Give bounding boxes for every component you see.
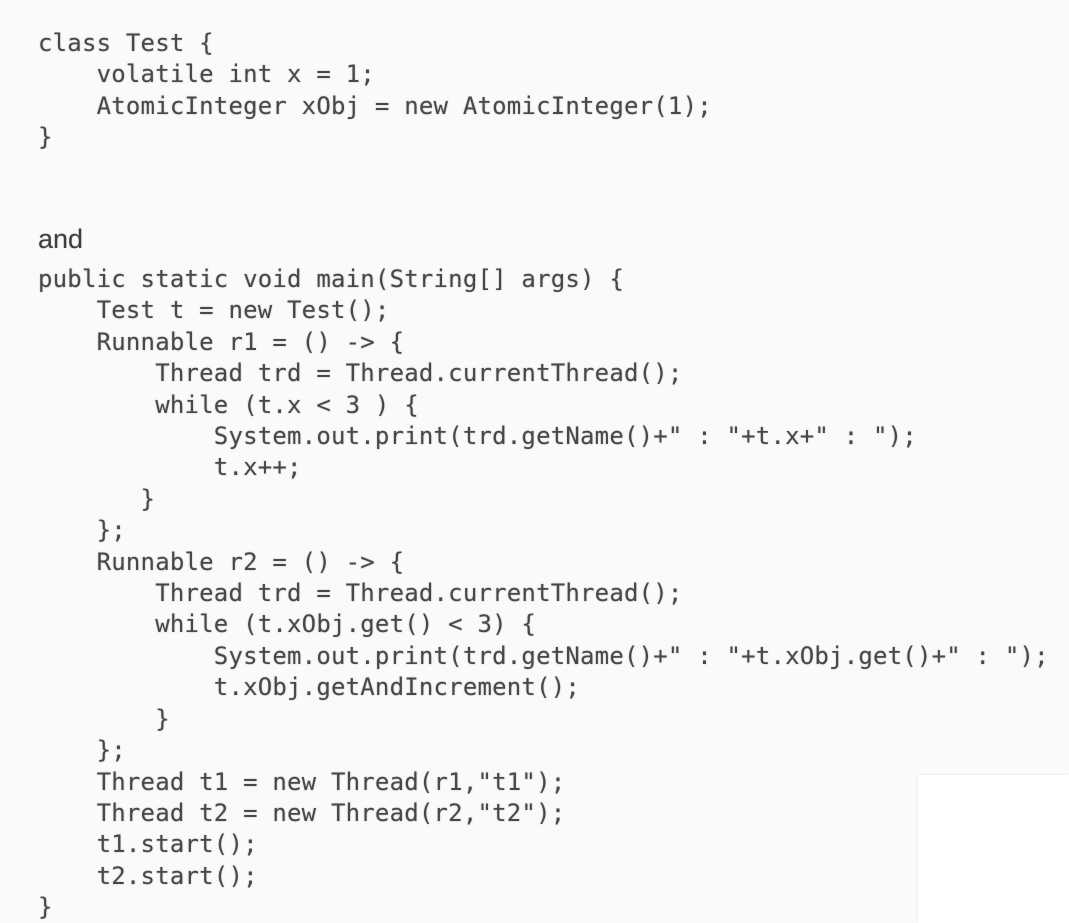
white-patch: [918, 775, 1069, 923]
connector-text: and: [38, 224, 84, 254]
code-block-class-test: class Test { volatile int x = 1; AtomicI…: [38, 29, 712, 152]
code-block-main-method: public static void main(String[] args) {…: [38, 265, 1049, 922]
